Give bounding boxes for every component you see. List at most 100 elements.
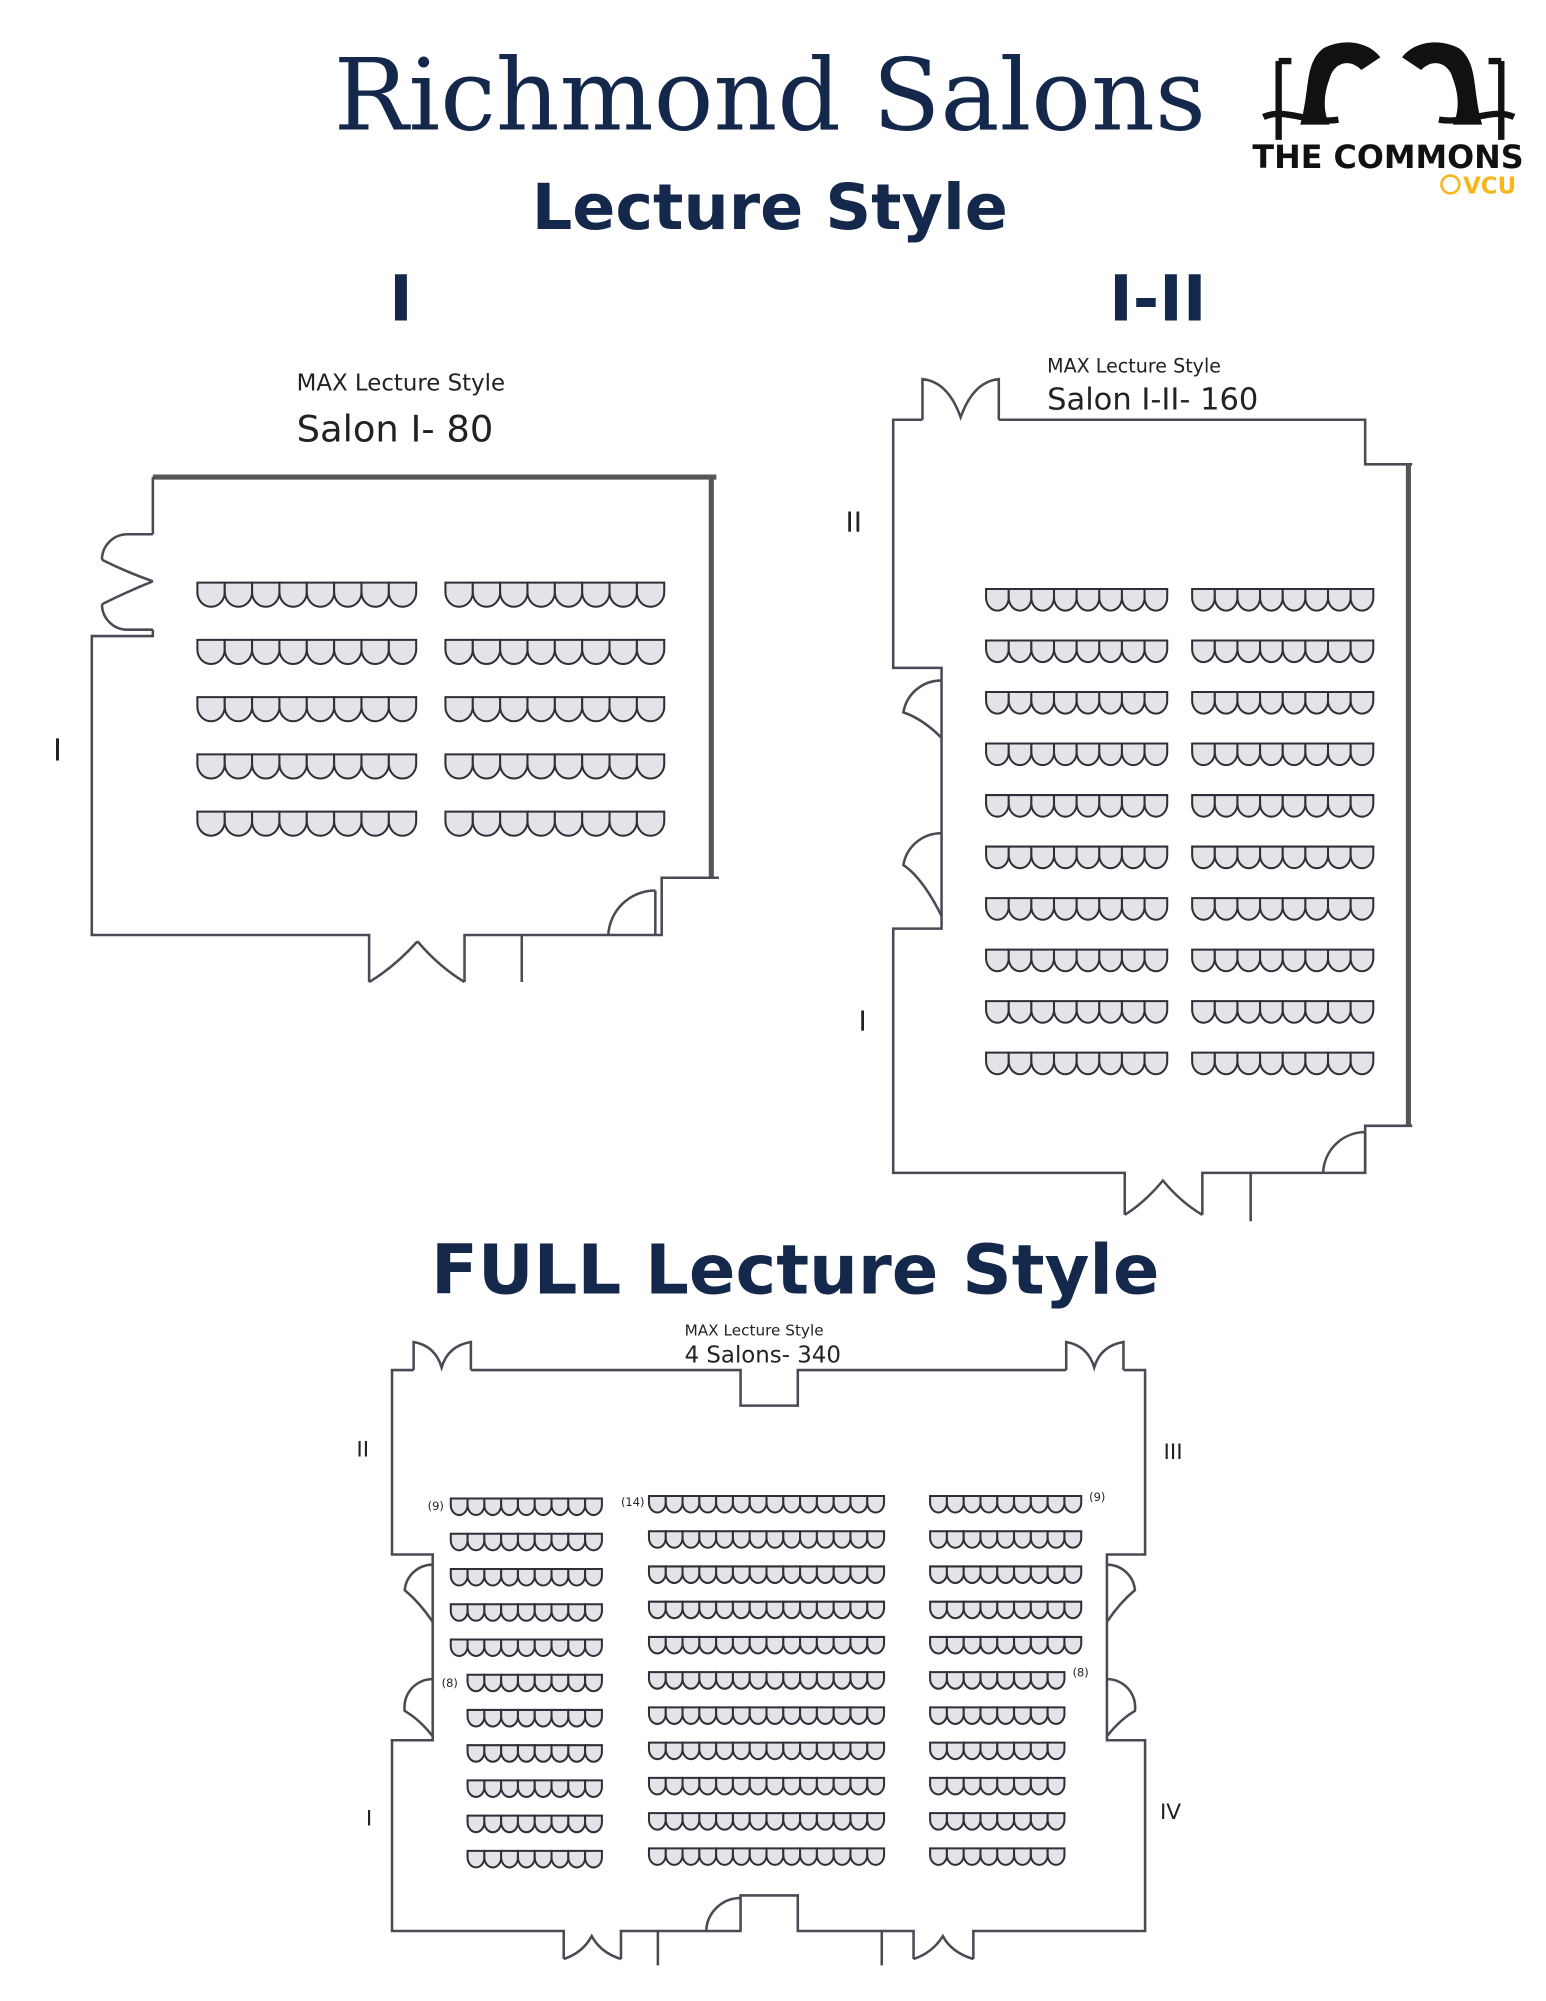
- seat: [1143, 587, 1169, 612]
- seat: [1098, 691, 1123, 715]
- seat: [782, 1565, 802, 1584]
- seat: [715, 1565, 734, 1584]
- seat: [1013, 1671, 1032, 1690]
- seat: [815, 1671, 835, 1690]
- seat: [1326, 1051, 1352, 1076]
- seat: [1349, 948, 1375, 973]
- seat: [849, 1565, 869, 1584]
- seat: [1349, 794, 1375, 818]
- seat: [466, 1708, 486, 1728]
- seat: [387, 753, 418, 780]
- seat: [996, 1741, 1016, 1761]
- seat: [664, 1530, 684, 1549]
- seat-row: [985, 639, 1169, 664]
- seat: [782, 1776, 802, 1796]
- seat: [608, 753, 638, 780]
- seat: [985, 742, 1010, 767]
- seat: [832, 1741, 852, 1761]
- seat: [1046, 1776, 1066, 1796]
- seat: [444, 696, 474, 723]
- seat: [1007, 691, 1033, 715]
- seat: [962, 1530, 982, 1549]
- seat: [1213, 948, 1239, 973]
- seat: [516, 1532, 536, 1552]
- seat: [979, 1494, 999, 1514]
- seat: [305, 696, 336, 723]
- seat-row: [929, 1741, 1066, 1761]
- seat: [979, 1635, 999, 1655]
- seat: [500, 1638, 519, 1658]
- seat: [664, 1812, 684, 1831]
- seat: [1259, 639, 1284, 664]
- seat: [681, 1741, 701, 1761]
- seat: [1281, 742, 1307, 767]
- seat: [748, 1847, 768, 1866]
- seat: [799, 1847, 818, 1866]
- seat: [1349, 897, 1375, 921]
- seat: [499, 810, 529, 837]
- seat: [849, 1600, 869, 1620]
- seat: [985, 1051, 1010, 1076]
- seat: [962, 1741, 982, 1761]
- seat: [1213, 691, 1239, 715]
- seat: [1075, 639, 1101, 664]
- seat: [471, 810, 502, 837]
- seat: [550, 1708, 570, 1728]
- seat: [815, 1706, 835, 1725]
- seat: [1030, 897, 1056, 921]
- seat: [483, 1532, 503, 1552]
- seat: [698, 1600, 718, 1620]
- seat-row: [1191, 1000, 1375, 1024]
- seat: [1046, 1671, 1066, 1690]
- seat: [500, 1603, 519, 1622]
- seat: [526, 696, 556, 723]
- seat: [1191, 1000, 1216, 1024]
- seat: [1191, 691, 1216, 715]
- seat: [1349, 742, 1375, 767]
- seat: [499, 753, 529, 780]
- seat: [1191, 948, 1216, 973]
- seat: [483, 1814, 503, 1834]
- seat: [945, 1847, 965, 1866]
- seat: [466, 1849, 486, 1869]
- count-label-left-8: (8): [442, 1676, 458, 1690]
- seat: [731, 1600, 751, 1620]
- seat: [799, 1706, 818, 1725]
- salon-i-ii-capacity: Salon I-II- 160: [1047, 383, 1258, 418]
- seat: [1143, 639, 1169, 664]
- seat: [251, 696, 281, 723]
- seat-row: [929, 1530, 1083, 1549]
- seat: [748, 1812, 768, 1831]
- seat: [516, 1497, 536, 1517]
- seat: [929, 1706, 948, 1725]
- count-label-right-9: (9): [1089, 1490, 1105, 1504]
- seat: [1013, 1565, 1032, 1584]
- seat: [526, 638, 556, 665]
- seat: [1030, 742, 1056, 767]
- seat: [584, 1567, 603, 1587]
- count-label-right-8: (8): [1073, 1666, 1089, 1680]
- seat: [1281, 845, 1307, 870]
- seat: [731, 1530, 751, 1549]
- seat: [765, 1600, 785, 1620]
- seat: [550, 1603, 570, 1622]
- seat: [387, 696, 418, 723]
- seat: [929, 1847, 948, 1866]
- seat: [550, 1779, 570, 1798]
- seat: [1349, 845, 1375, 870]
- seat: [1326, 1000, 1352, 1024]
- seat: [1326, 897, 1352, 921]
- seat: [731, 1706, 751, 1725]
- seat: [1304, 897, 1330, 921]
- seat: [985, 587, 1010, 612]
- seat: [1052, 794, 1078, 818]
- seat: [1007, 948, 1033, 973]
- seat: [681, 1847, 701, 1866]
- seat: [553, 581, 584, 608]
- seat: [1030, 948, 1056, 973]
- seat: [584, 1744, 603, 1763]
- seat: [584, 1849, 603, 1869]
- seat: [1120, 897, 1146, 921]
- seat: [945, 1671, 965, 1690]
- seat: [516, 1567, 536, 1587]
